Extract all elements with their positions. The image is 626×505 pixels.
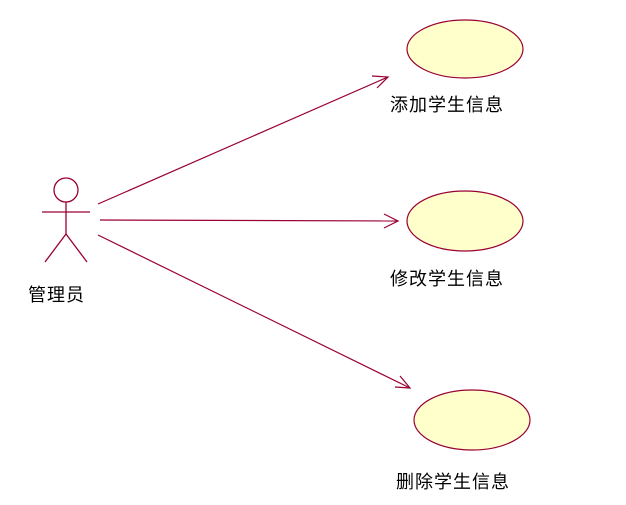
use-case-modify-ellipse[interactable]: [406, 190, 524, 252]
actor-left-leg: [44, 233, 67, 263]
use-case-modify-label: 修改学生信息: [390, 269, 504, 290]
use-case-delete-label: 删除学生信息: [396, 472, 510, 493]
association-delete[interactable]: [97, 234, 412, 389]
associations: [97, 75, 412, 389]
use-case-add-label: 添加学生信息: [390, 95, 504, 116]
actor-label: 管理员: [28, 285, 85, 306]
actor-right-leg: [65, 233, 88, 263]
actor-head: [53, 177, 79, 203]
association-add[interactable]: [97, 75, 390, 205]
use-case-add-ellipse[interactable]: [406, 19, 524, 79]
use-case-delete-ellipse[interactable]: [413, 389, 531, 451]
association-modify[interactable]: [99, 213, 400, 229]
actor-figure[interactable]: [42, 177, 90, 263]
